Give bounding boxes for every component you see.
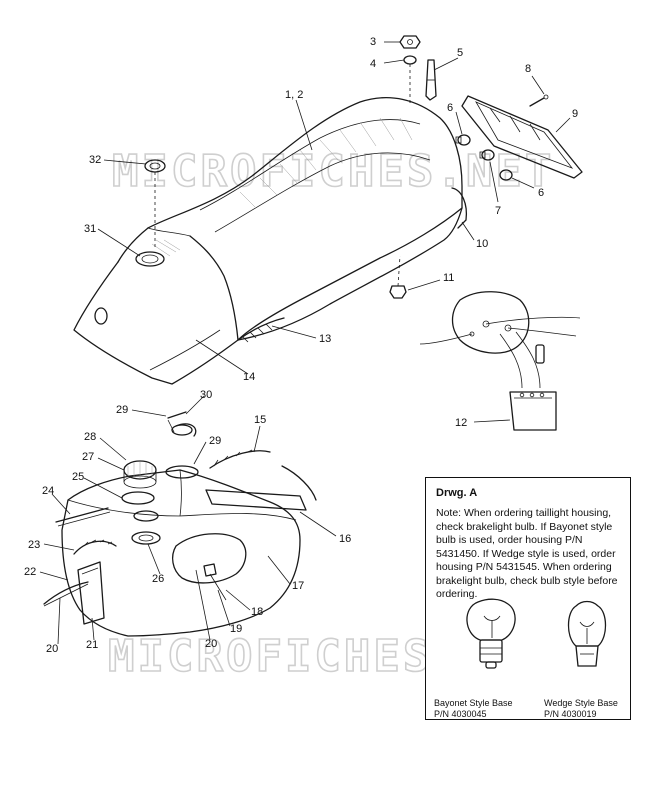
callout-8: 8	[525, 63, 531, 75]
callout-6-upper: 6	[447, 102, 453, 114]
callout-19: 19	[230, 623, 242, 635]
callout-20-right: 20	[205, 638, 217, 650]
wedge-label: Wedge Style Base	[544, 698, 618, 708]
wedge-part-number: P/N 4030019	[544, 709, 597, 719]
callout-13: 13	[319, 333, 331, 345]
callout-17: 17	[292, 580, 304, 592]
callout-20-left: 20	[46, 643, 58, 655]
bolt-11	[389, 255, 407, 299]
callout-7: 7	[495, 205, 501, 217]
leader-lines	[39, 41, 571, 645]
callout-4: 4	[370, 58, 376, 70]
wiring-harness	[419, 291, 581, 431]
callout-18: 18	[251, 606, 263, 618]
callout-31: 31	[84, 223, 96, 235]
callout-labels: 1, 2 3 4 5 6 6 7 8 9 10 11 12 13 14 15 1…	[24, 36, 578, 655]
callout-22: 22	[24, 566, 36, 578]
note-title: Drwg. A	[436, 487, 478, 499]
watermark-top: MICROFICHES.NET	[112, 146, 554, 197]
callout-3: 3	[370, 36, 376, 48]
callout-1-2: 1, 2	[285, 89, 303, 101]
callout-32: 32	[89, 154, 101, 166]
callout-29-top: 29	[116, 404, 128, 416]
wedge-bulb-icon	[567, 600, 607, 667]
taillight-lens	[461, 94, 583, 179]
callout-26: 26	[152, 573, 164, 585]
callout-6-lower: 6	[538, 187, 544, 199]
callout-21: 21	[86, 639, 98, 651]
hardware-top	[399, 35, 437, 104]
note-text: Note: When ordering taillight housing, c…	[436, 507, 618, 600]
callout-23: 23	[28, 539, 40, 551]
drawing-a-note-box: Drwg. A Note: When ordering taillight ho…	[425, 477, 631, 720]
bayonet-bulb-icon	[466, 598, 516, 669]
callout-27: 27	[82, 451, 94, 463]
callout-24: 24	[42, 485, 54, 497]
callout-15: 15	[254, 414, 266, 426]
callout-30: 30	[200, 389, 212, 401]
callout-9: 9	[572, 108, 578, 120]
callout-29-right: 29	[209, 435, 221, 447]
seat-assembly	[73, 96, 468, 385]
callout-12: 12	[455, 417, 467, 429]
bulb-illustrations	[466, 598, 607, 669]
callout-10: 10	[476, 238, 488, 250]
bayonet-part-number: P/N 4030045	[434, 709, 487, 719]
fuel-tank-assembly	[43, 411, 317, 637]
callout-25: 25	[72, 471, 84, 483]
bulbs	[455, 134, 513, 181]
bayonet-label: Bayonet Style Base	[434, 698, 513, 708]
callout-28: 28	[84, 431, 96, 443]
callout-11: 11	[443, 272, 454, 284]
callout-14: 14	[243, 371, 255, 383]
callout-16: 16	[339, 533, 351, 545]
callout-5: 5	[457, 47, 463, 59]
